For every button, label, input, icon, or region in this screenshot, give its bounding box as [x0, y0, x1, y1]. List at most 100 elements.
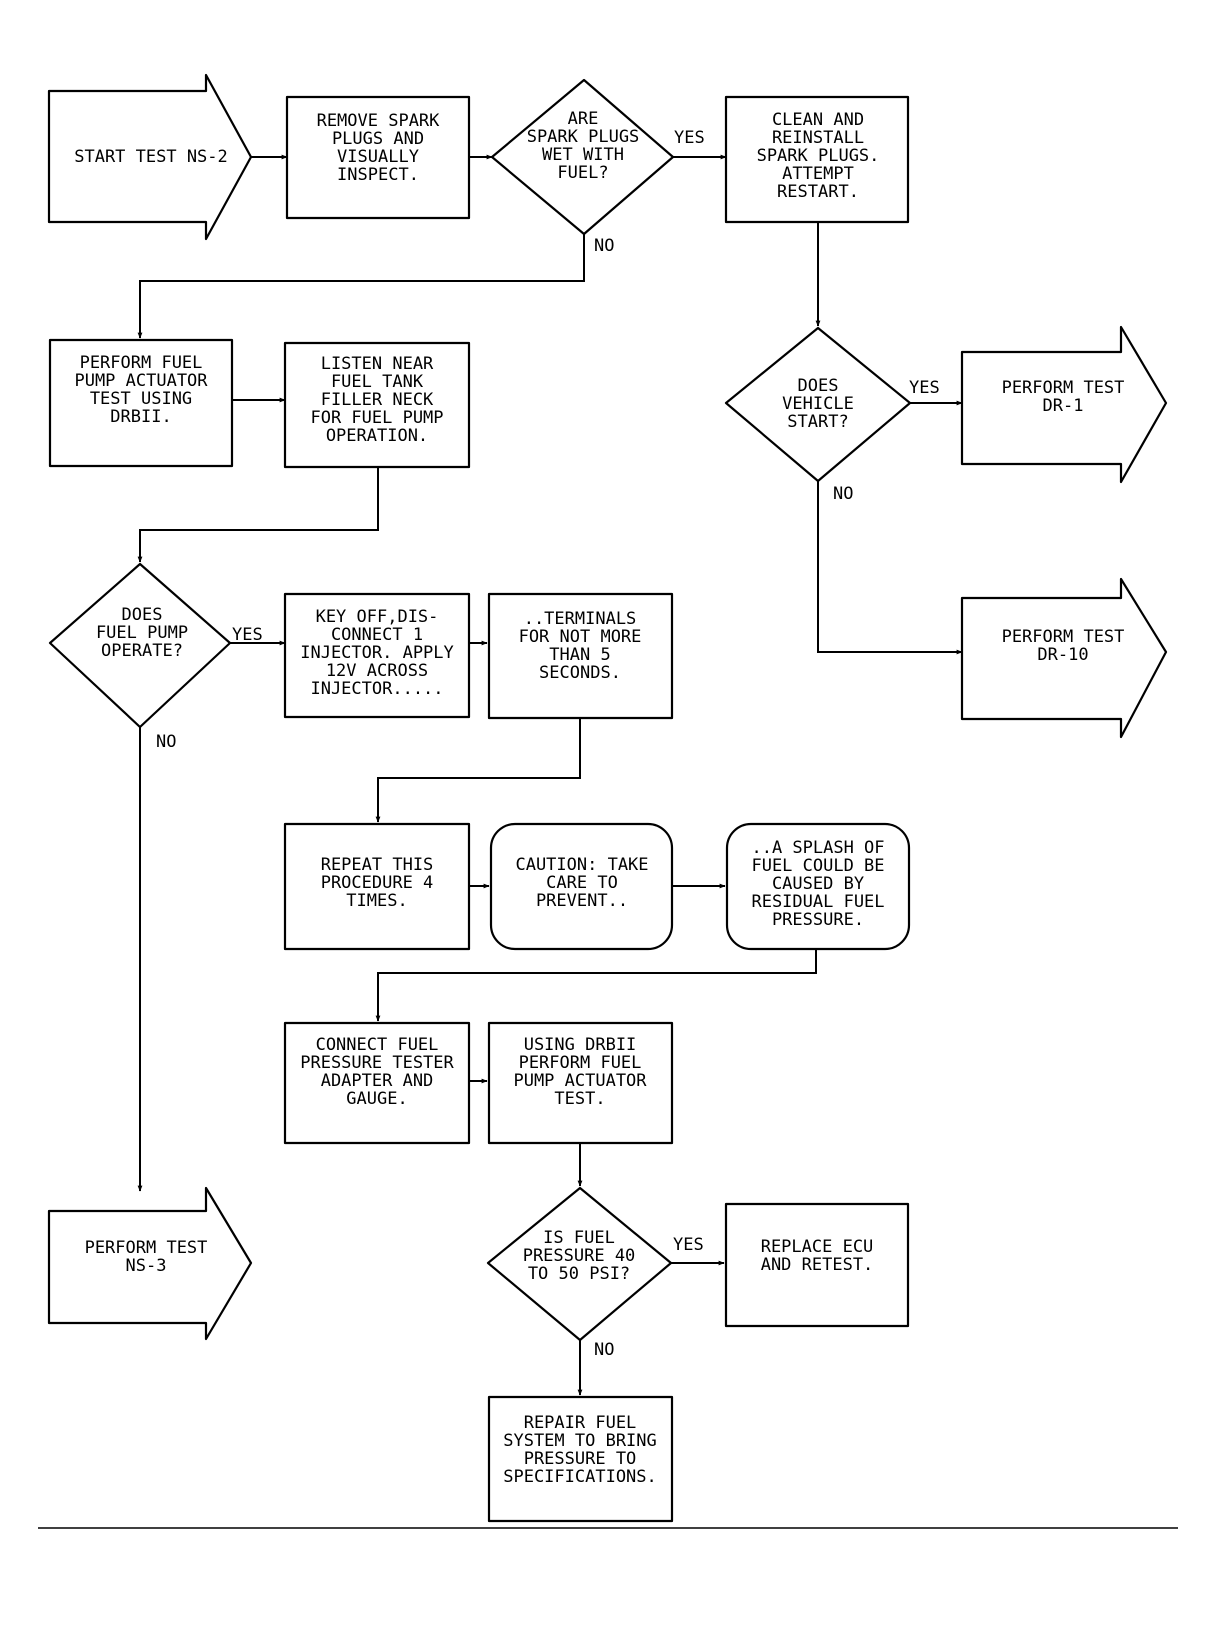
- dr10-arrow-box: [960, 577, 1168, 739]
- clean-line-1: CLEAN AND: [772, 110, 864, 130]
- splash-line-1: ..A SPLASH OF: [751, 838, 884, 858]
- repeat-line-3: TIMES.: [346, 891, 407, 911]
- listen-line-5: OPERATION.: [326, 426, 428, 446]
- ns3-line-1: PERFORM TEST: [85, 1238, 208, 1258]
- actuator-line-1: PERFORM FUEL: [80, 353, 203, 373]
- connectors: [137, 154, 963, 1396]
- using-line-1: USING DRBII: [524, 1035, 637, 1055]
- clean-line-2: REINSTALL: [772, 128, 864, 148]
- wet-line-1: ARE: [568, 109, 599, 129]
- caution-rounded-box: [489, 822, 674, 951]
- start-arrow-box: [47, 73, 253, 241]
- keyoff-line-1: KEY OFF,DIS-: [316, 607, 439, 627]
- caution-line-2: CARE TO: [546, 873, 618, 893]
- terminals-box: [487, 592, 674, 720]
- pressure-line-1: IS FUEL: [543, 1228, 615, 1248]
- wet-no-label: NO: [594, 236, 614, 256]
- caution-line-1: CAUTION: TAKE: [515, 855, 648, 875]
- ns3-line-2: NS-3: [126, 1256, 167, 1276]
- fuel-pump-operate-diamond: [48, 562, 232, 729]
- edge-splash-connect: [375, 949, 817, 1022]
- operate-yes-label: YES: [232, 625, 263, 645]
- remove-line-1: REMOVE SPARK: [317, 111, 441, 131]
- repeat-line-2: PROCEDURE 4: [321, 873, 434, 893]
- repeat-box: [283, 822, 471, 951]
- splash-line-5: PRESSURE.: [772, 910, 864, 930]
- pressure-line-2: PRESSURE 40: [523, 1246, 636, 1266]
- keyoff-line-2: CONNECT 1: [331, 625, 423, 645]
- vehicle-start-diamond: [724, 326, 912, 483]
- listen-line-3: FILLER NECK: [321, 390, 434, 410]
- repair-line-3: PRESSURE TO: [524, 1449, 637, 1469]
- listen-line-2: FUEL TANK: [331, 372, 424, 392]
- operate-line-2: FUEL PUMP: [96, 623, 188, 643]
- actuator-test-box: [48, 338, 234, 468]
- dr1-arrow-box: [960, 325, 1168, 484]
- starts-line-3: START?: [787, 412, 848, 432]
- replace-ecu-box: [724, 1202, 910, 1328]
- listen-box: [283, 341, 471, 469]
- connect-line-4: GAUGE.: [346, 1089, 407, 1109]
- using-line-4: TEST.: [554, 1089, 605, 1109]
- terminals-line-2: FOR NOT MORE: [519, 627, 642, 647]
- wet-line-3: WET WITH: [542, 145, 624, 165]
- terminals-line-4: SECONDS.: [539, 663, 621, 683]
- listen-line-4: FOR FUEL PUMP: [310, 408, 443, 428]
- keyoff-line-3: INJECTOR. APPLY: [300, 643, 454, 663]
- repair-line-4: SPECIFICATIONS.: [503, 1467, 657, 1487]
- operate-no-label: NO: [156, 732, 176, 752]
- dr10-line-2: DR-10: [1037, 645, 1088, 665]
- replace-line-2: AND RETEST.: [761, 1255, 874, 1275]
- remove-line-2: PLUGS AND: [332, 129, 424, 149]
- wet-line-2: SPARK PLUGS: [527, 127, 640, 147]
- starts-line-1: DOES: [798, 376, 839, 396]
- keyoff-line-4: 12V ACROSS: [326, 661, 428, 681]
- dr1-line-1: PERFORM TEST: [1002, 378, 1125, 398]
- clean-line-5: RESTART.: [777, 182, 859, 202]
- key-off-box: [283, 592, 471, 719]
- listen-line-1: LISTEN NEAR: [321, 354, 434, 374]
- edge-wet-actuator: [137, 234, 585, 339]
- start-label: START TEST NS-2: [74, 147, 228, 167]
- clean-line-4: ATTEMPT: [782, 164, 854, 184]
- caution-line-3: PREVENT..: [536, 891, 628, 911]
- starts-no-label: NO: [833, 484, 853, 504]
- splash-rounded-box: [725, 822, 911, 951]
- starts-line-2: VEHICLE: [782, 394, 854, 414]
- operate-line-1: DOES: [122, 605, 163, 625]
- pressure-no-label: NO: [594, 1340, 614, 1360]
- starts-yes-label: YES: [909, 378, 940, 398]
- fuel-pressure-diamond: [486, 1186, 673, 1342]
- splash-line-4: RESIDUAL FUEL: [751, 892, 884, 912]
- repair-line-1: REPAIR FUEL: [524, 1413, 637, 1433]
- dr10-line-1: PERFORM TEST: [1002, 627, 1125, 647]
- actuator-line-3: TEST USING: [90, 389, 192, 409]
- operate-line-3: OPERATE?: [101, 641, 183, 661]
- connect-tester-box: [283, 1021, 471, 1145]
- terminals-line-1: ..TERMINALS: [524, 609, 637, 629]
- repair-line-2: SYSTEM TO BRING: [503, 1431, 657, 1451]
- repeat-line-1: REPEAT THIS: [321, 855, 434, 875]
- splash-line-2: FUEL COULD BE: [751, 856, 884, 876]
- remove-line-3: VISUALLY: [337, 147, 419, 167]
- edge-starts-dr10: [817, 481, 963, 655]
- remove-plugs-box: [285, 95, 471, 220]
